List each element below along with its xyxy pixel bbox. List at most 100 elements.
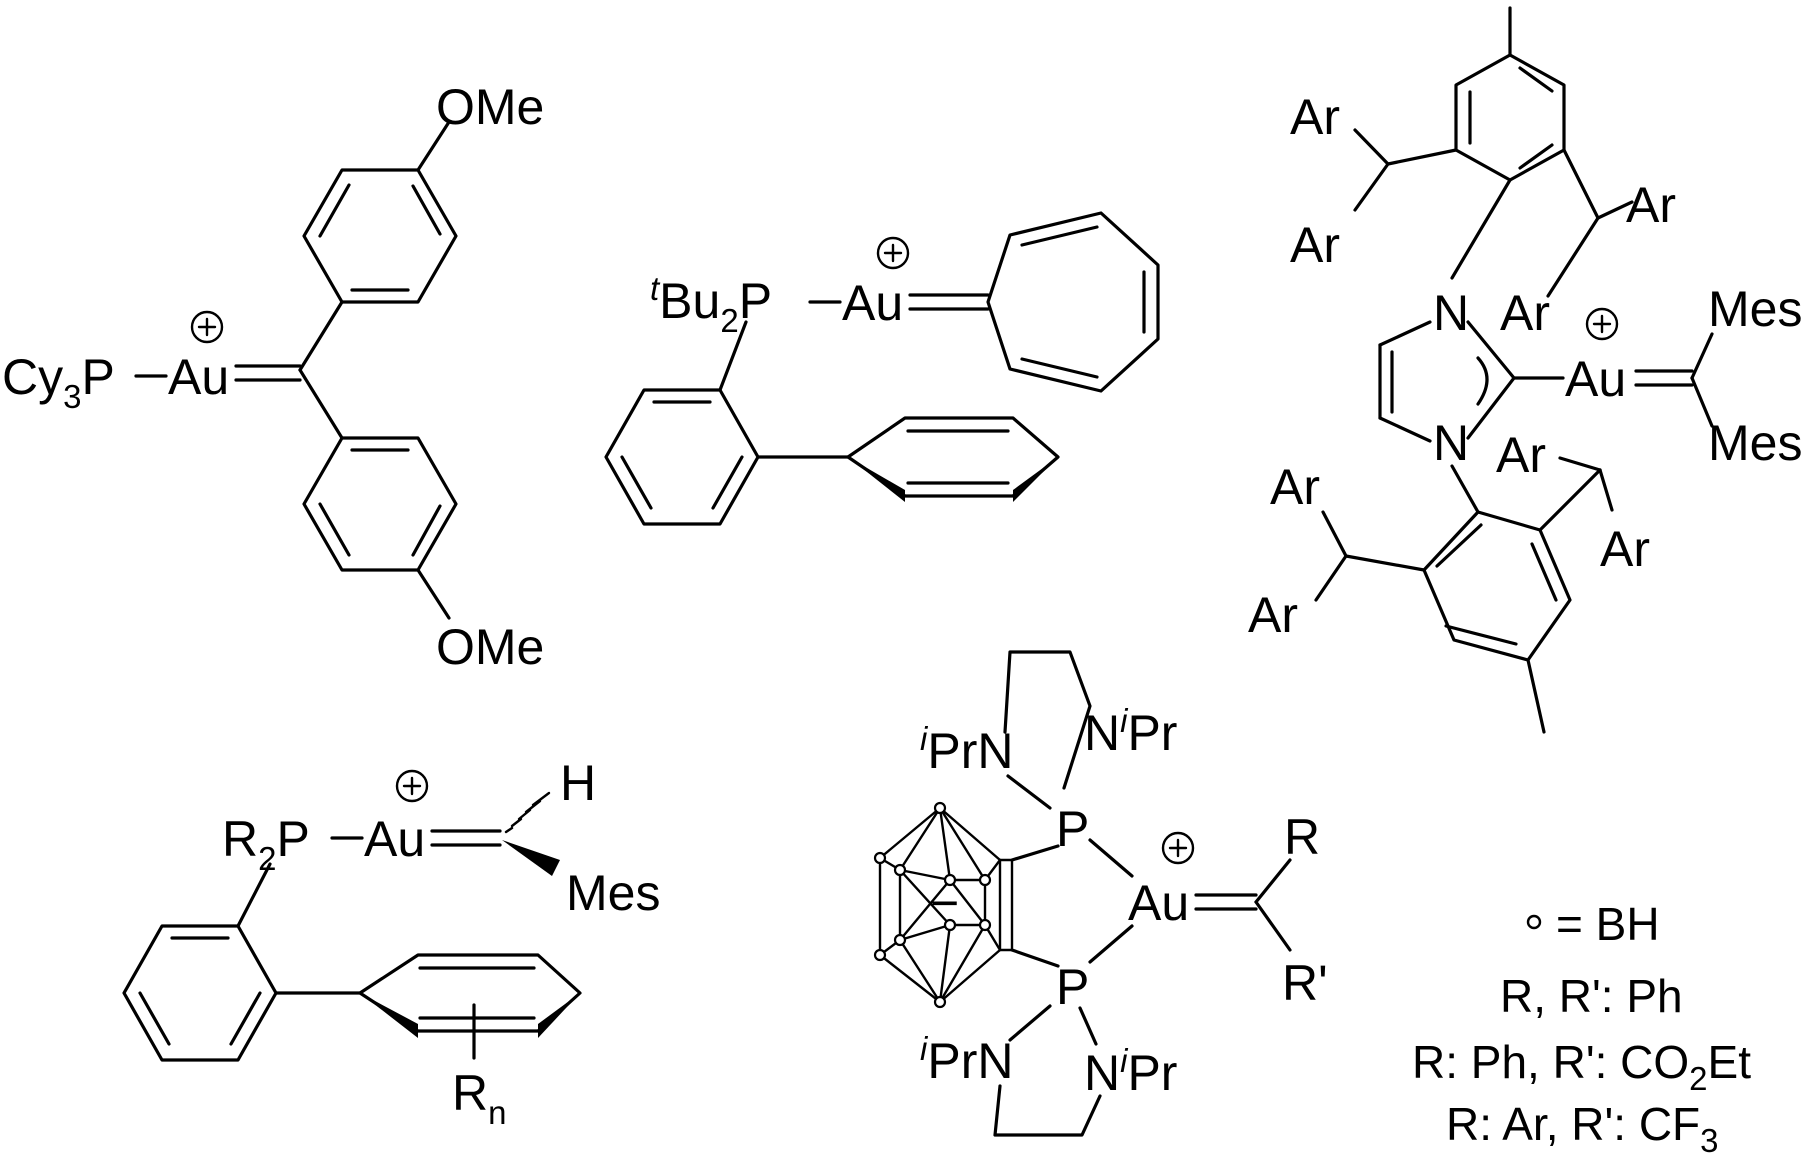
structure-2-buchwald-gold-cycloheptatrienylidene: tBu2P Au (604, 211, 1160, 526)
rprime-label: R' (1282, 955, 1328, 1011)
positive-charge-4 (395, 769, 429, 803)
cy3p-label: Cy3P (2, 349, 115, 415)
upper-ipr-n-left: iPrN (920, 720, 1013, 779)
upper-anisyl-ring (302, 168, 458, 304)
solid-wedge-to-mes (502, 840, 560, 876)
carbene-to-upper-ring-bond (298, 300, 344, 372)
legend-line-1: R, R': Ph (1500, 970, 1683, 1022)
lower-left-ar-bond-b (1314, 554, 1348, 602)
lower-n-label: N (1433, 415, 1469, 471)
lower-right-ch-bond (1538, 468, 1602, 532)
hashed-wedge-to-h (504, 791, 551, 834)
upper-p-label: P (1056, 801, 1089, 857)
carborane-cage: − (873, 801, 1060, 1009)
bh-legend-text: = BH (1556, 898, 1660, 950)
biaryl-phenyl-ring-4 (122, 924, 278, 1062)
ar-label-5: Ar (1270, 459, 1320, 515)
lower-p-n-bond-right (1078, 1006, 1098, 1046)
r2p-label: R2P (222, 811, 310, 877)
perspective-substituted-arene (358, 953, 582, 1060)
au-carbene-double-bond-5 (1194, 893, 1258, 911)
carbene-rprime-bond (1254, 900, 1292, 952)
legend: = BH R, R': Ph R: Ph, R': CO2Et R: Ar, R… (1412, 898, 1751, 1155)
upper-diazaphospholidine-ring (1003, 650, 1092, 790)
positive-charge-3 (1585, 307, 1619, 341)
biaryl-phenyl-inner-bonds-4 (138, 936, 262, 1046)
bh-vertex-markers (873, 801, 992, 1009)
upper-ipr-n-right: NiPr (1084, 702, 1177, 761)
lower-ome-label: OMe (436, 619, 544, 675)
imidazole-ring-bonds (1378, 320, 1516, 443)
mes-label-top: Mes (1708, 281, 1802, 337)
lower-p-au-bond (1088, 924, 1134, 964)
h-label: H (560, 755, 596, 811)
lower-diazaphospholidine-ring (993, 1084, 1102, 1137)
upper-n-p-bond (1006, 774, 1052, 810)
au-carbene-double-bond-4 (430, 829, 502, 847)
rn-label: Rn (452, 1065, 506, 1131)
upper-anisyl-inner-bonds (318, 183, 442, 292)
gold-label-1: Au (168, 349, 229, 405)
biaryl-phenyl-ring (604, 388, 760, 526)
structure-5-carborane-diphosphine-gold-carbene: iPrN NiPr P P iPrN NiPr Au R R' (873, 650, 1328, 1137)
lower-anisyl-ring (302, 436, 458, 572)
lower-ome-bond (416, 568, 451, 620)
upper-aryl-to-n-bond (1450, 178, 1512, 280)
tbu2p-label: tBu2P (650, 270, 772, 339)
au-carbene-double-bond-1 (234, 364, 302, 382)
lower-ipr-n-left: iPrN (920, 1030, 1013, 1089)
positive-charge-2 (876, 236, 910, 270)
lower-right-ar-bond-a (1558, 456, 1602, 472)
ar-label-3: Ar (1626, 177, 1676, 233)
upper-p-au-bond (1088, 838, 1134, 878)
cycloheptatrienylidene-ring (986, 211, 1160, 393)
lower-p-label: P (1056, 959, 1089, 1015)
lower-left-ch-bond (1344, 554, 1426, 572)
upper-ome-bond (416, 120, 451, 172)
gold-label-2: Au (842, 275, 903, 331)
upper-n-label: N (1433, 285, 1469, 341)
legend-line-2: R: Ph, R': CO2Et (1412, 1036, 1751, 1097)
au-carbene-double-bond-3 (1634, 369, 1694, 387)
upper-ome-label: OMe (436, 79, 544, 135)
perspective-benzene-ring (846, 416, 1060, 502)
lower-nhc-aryl-inner-bonds (1435, 523, 1558, 646)
lower-ipr-n-right: NiPr (1084, 1042, 1177, 1101)
bh-legend-symbol (1526, 914, 1542, 930)
positive-charge-1 (190, 310, 224, 344)
lower-p-n-bond (1008, 1004, 1052, 1042)
structure-4-biaryl-phosphine-gold-mesityl-carbene: R2P Au H Mes (122, 755, 660, 1131)
lower-anisyl-inner-bonds (318, 448, 442, 557)
upper-right-ar-bond-b (1546, 216, 1600, 298)
upper-left-ar-bond-b (1353, 162, 1390, 212)
upper-right-ar-bond-a (1596, 200, 1634, 220)
carbene-mes-bond-top (1690, 332, 1714, 380)
upper-right-ch-bond (1562, 148, 1600, 220)
r-label: R (1284, 809, 1320, 865)
cycloheptatriene-inner-bonds (1020, 225, 1146, 379)
upper-left-ch-bond (1386, 148, 1458, 166)
ar-label-8: Ar (1600, 521, 1650, 577)
upper-left-ar-bond-a (1353, 128, 1390, 166)
upper-nhc-aryl-ring (1454, 53, 1566, 182)
p-to-biaryl-bond (718, 320, 748, 392)
gold-label-4: Au (364, 811, 425, 867)
lower-right-ar-bond-b (1598, 468, 1614, 512)
positive-charge-5 (1161, 831, 1195, 865)
structure-3-nhc-gold-dimesityl-carbene: Ar Ar Ar Ar N N Au (1248, 6, 1802, 734)
mes-label-bottom: Mes (1708, 415, 1802, 471)
au-carbene-double-bond-2 (908, 293, 990, 311)
ar-label-4: Ar (1500, 285, 1550, 341)
carbene-to-lower-ring-bond (298, 368, 344, 440)
structure-1-cy3p-gold-diaryl-carbene: OMe OMe Cy3P Au (2, 79, 544, 675)
bh-legend-line: = BH (1526, 898, 1660, 950)
legend-line-3: R: Ar, R': CF3 (1446, 1098, 1719, 1155)
carbene-mes-bond-bottom (1690, 376, 1714, 428)
upper-nhc-aryl-inner-bonds (1468, 66, 1554, 170)
mes-label-4: Mes (566, 865, 660, 921)
ar-label-2: Ar (1290, 217, 1340, 273)
ar-label-6: Ar (1248, 587, 1298, 643)
lower-left-ar-bond-a (1321, 510, 1348, 558)
lower-n-to-aryl-bond (1450, 464, 1480, 514)
